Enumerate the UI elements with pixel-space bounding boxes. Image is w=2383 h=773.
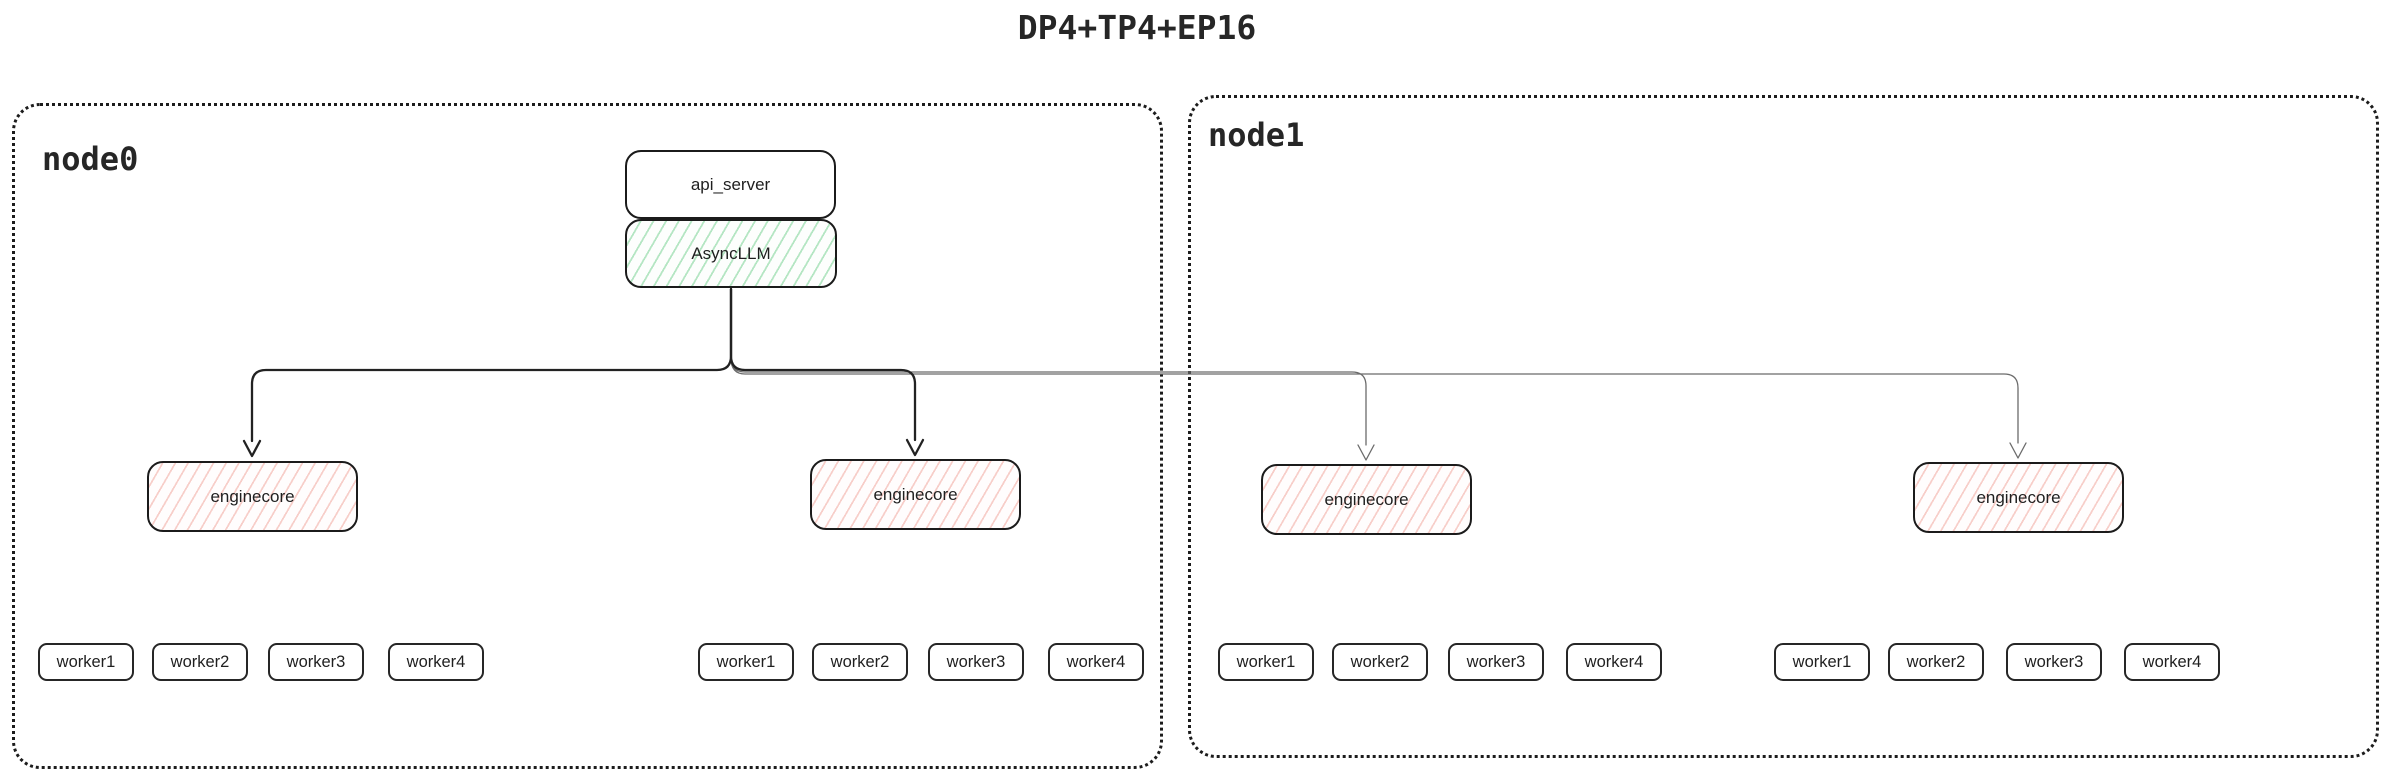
worker-node: worker1: [38, 643, 134, 681]
worker-node: worker4: [388, 643, 484, 681]
worker-label: worker3: [286, 652, 346, 671]
worker-label: worker1: [716, 652, 776, 671]
api-server-label: api_server: [690, 174, 771, 194]
enginecore-label: enginecore: [873, 484, 958, 504]
worker-label: worker1: [1792, 652, 1852, 671]
worker-label: worker2: [830, 652, 890, 671]
worker-label: worker2: [1350, 652, 1410, 671]
worker-node: worker4: [2124, 643, 2220, 681]
worker-node: worker3: [268, 643, 364, 681]
node0-label: node0: [42, 140, 139, 178]
worker-node: worker4: [1048, 643, 1144, 681]
worker-label: worker1: [1236, 652, 1296, 671]
enginecore-node: enginecore: [1913, 462, 2124, 533]
enginecore-label: enginecore: [1976, 487, 2061, 507]
worker-label: worker4: [2142, 652, 2202, 671]
api-server-node: api_server: [625, 150, 836, 219]
enginecore-node: enginecore: [147, 461, 358, 532]
worker-node: worker2: [1332, 643, 1428, 681]
worker-node: worker1: [698, 643, 794, 681]
worker-node: worker4: [1566, 643, 1662, 681]
enginecore-label: enginecore: [1324, 489, 1409, 509]
enginecore-node: enginecore: [1261, 464, 1472, 535]
worker-label: worker4: [1066, 652, 1126, 671]
worker-node: worker3: [928, 643, 1024, 681]
enginecore-label: enginecore: [210, 486, 295, 506]
asyncllm-label: AsyncLLM: [691, 243, 771, 263]
worker-node: worker3: [1448, 643, 1544, 681]
worker-node: worker2: [812, 643, 908, 681]
worker-label: worker4: [406, 652, 466, 671]
diagram-title: DP4+TP4+EP16: [1017, 8, 1257, 47]
asyncllm-node: AsyncLLM: [625, 219, 837, 288]
worker-node: worker1: [1774, 643, 1870, 681]
worker-node: worker2: [1888, 643, 1984, 681]
worker-label: worker4: [1584, 652, 1644, 671]
worker-label: worker3: [946, 652, 1006, 671]
worker-label: worker2: [170, 652, 230, 671]
worker-node: worker1: [1218, 643, 1314, 681]
worker-label: worker2: [1906, 652, 1966, 671]
worker-node: worker3: [2006, 643, 2102, 681]
worker-label: worker1: [56, 652, 116, 671]
node1-label: node1: [1208, 116, 1305, 154]
enginecore-node: enginecore: [810, 459, 1021, 530]
worker-label: worker3: [2024, 652, 2084, 671]
worker-label: worker3: [1466, 652, 1526, 671]
worker-node: worker2: [152, 643, 248, 681]
